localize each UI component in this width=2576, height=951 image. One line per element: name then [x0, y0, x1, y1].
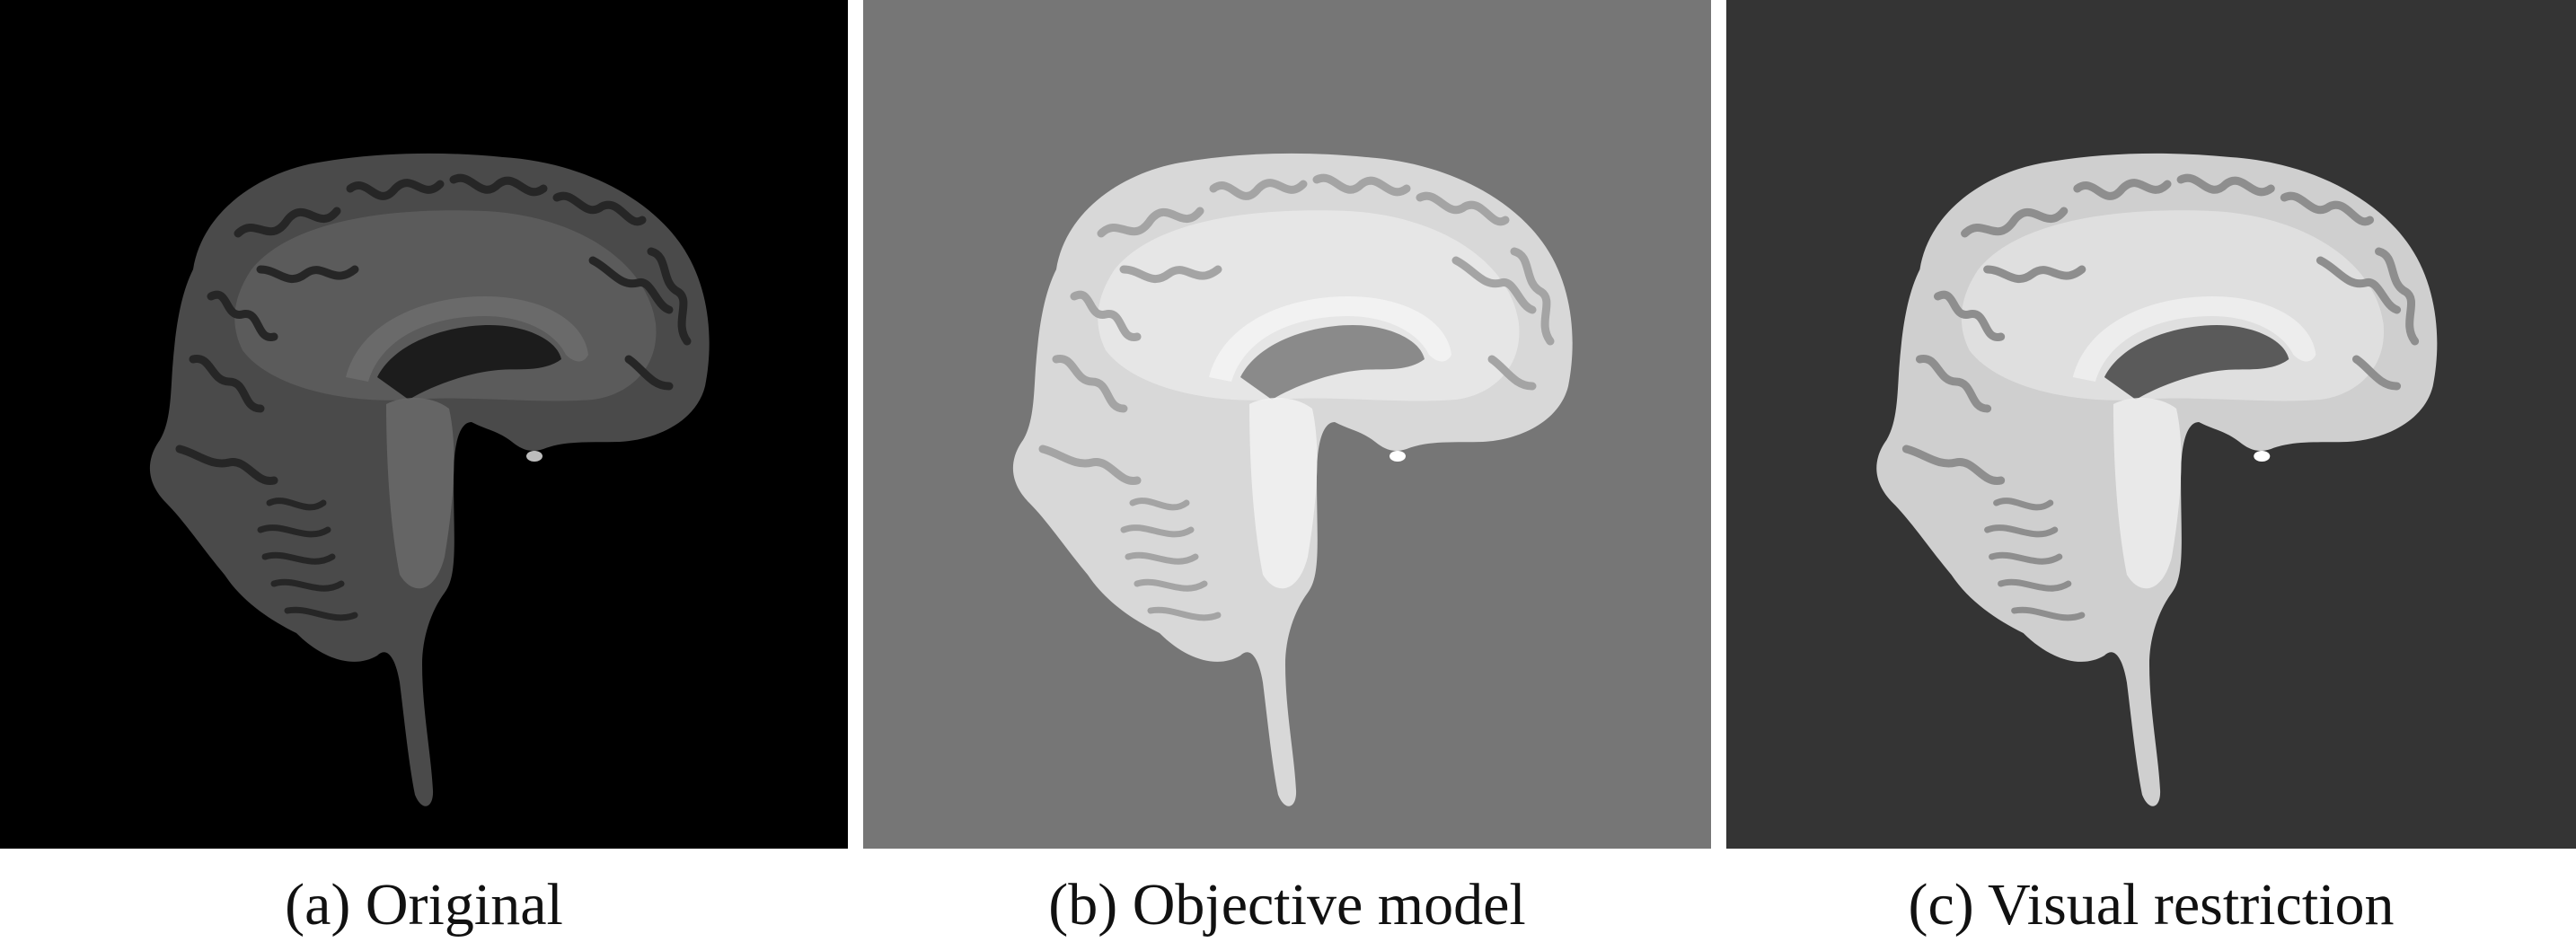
- caption-visual-restriction: (c) Visual restriction: [1908, 872, 2395, 938]
- cortical-sulcus: [1209, 179, 1308, 200]
- cerebellum-folium: [1998, 578, 2072, 592]
- bright-spot: [526, 451, 543, 462]
- caption-original: (a) Original: [285, 872, 563, 938]
- cortical-sulcus: [1983, 265, 2086, 283]
- cerebellum-folium: [284, 606, 358, 621]
- corpus-callosum: [1209, 296, 1451, 382]
- brain-slice: [1876, 153, 2438, 806]
- cortical-sulcus: [1915, 355, 1992, 413]
- bright-spot: [1389, 451, 1406, 462]
- brain-image-original: [0, 0, 848, 849]
- cortical-sulcus: [175, 445, 278, 485]
- corpus-callosum: [2072, 296, 2316, 382]
- cortical-sulcus: [1901, 445, 2006, 485]
- lateral-ventricle: [377, 325, 561, 400]
- cortical-sulcus: [2073, 179, 2172, 200]
- cortical-sulcus: [2176, 173, 2275, 197]
- cortical-sulcus: [624, 355, 674, 391]
- cortical-sulcus: [1961, 207, 2069, 238]
- bright-spot: [2254, 451, 2271, 462]
- corpus-callosum: [346, 296, 588, 382]
- cerebellum-folium: [1984, 524, 2059, 538]
- cortical-sulcus: [552, 191, 647, 226]
- cortical-sulcus: [2375, 247, 2420, 346]
- cortical-sulcus: [1052, 355, 1128, 413]
- cerebellum-folium: [257, 524, 331, 538]
- cerebellum-folium: [2011, 606, 2086, 621]
- cortical-sulcus: [647, 247, 692, 346]
- brain-image-visual-restriction: [1726, 0, 2576, 849]
- lateral-ventricle: [2104, 325, 2289, 400]
- cortical-sulcus: [1038, 445, 1142, 485]
- cortical-sulcus: [1510, 247, 1555, 346]
- cortical-sulcus: [207, 290, 278, 341]
- cortical-sulcus: [1416, 191, 1510, 226]
- brainstem: [386, 398, 454, 589]
- cerebellum-folium: [266, 498, 327, 511]
- cerebellum-folium: [1989, 551, 2063, 565]
- cortical-sulcus: [234, 207, 341, 238]
- lateral-ventricle: [1240, 325, 1425, 400]
- cortical-sulcus: [1487, 355, 1537, 391]
- cortical-sulcus: [1451, 256, 1537, 314]
- cortical-sulcus: [189, 355, 265, 413]
- cortical-sulcus: [588, 256, 674, 314]
- cerebellum-folium: [1993, 498, 2054, 511]
- cortical-sulcus: [1933, 290, 2006, 341]
- brain-slice: [149, 153, 710, 806]
- cerebellum-folium: [1147, 606, 1222, 621]
- cortical-sulcus: [1070, 290, 1142, 341]
- cerebellum-folium: [1134, 578, 1208, 592]
- cortical-sulcus: [1312, 173, 1411, 197]
- cortical-sulcus: [256, 265, 359, 283]
- cortical-sulcus: [1097, 207, 1204, 238]
- cortical-sulcus: [2351, 355, 2402, 391]
- panel-visual-restriction: [1726, 0, 2576, 849]
- panel-objective-model: [863, 0, 1711, 849]
- cortical-sulcus: [2280, 191, 2375, 226]
- brainstem: [2113, 398, 2182, 589]
- cerebellum-folium: [1125, 551, 1199, 565]
- cortical-sulcus: [2316, 256, 2402, 314]
- cortical-sulcus: [449, 173, 548, 197]
- caption-objective-model: (b) Objective model: [1048, 872, 1526, 938]
- cortical-sulcus: [1119, 265, 1222, 283]
- brainstem: [1249, 398, 1318, 589]
- panel-original: [0, 0, 848, 849]
- cerebellum-folium: [1120, 524, 1195, 538]
- cerebellum-folium: [1129, 498, 1190, 511]
- cerebellum-folium: [261, 551, 336, 565]
- cerebellum-folium: [270, 578, 345, 592]
- cortical-sulcus: [346, 179, 445, 200]
- brain-slice: [1012, 153, 1573, 806]
- brain-image-objective-model: [863, 0, 1711, 849]
